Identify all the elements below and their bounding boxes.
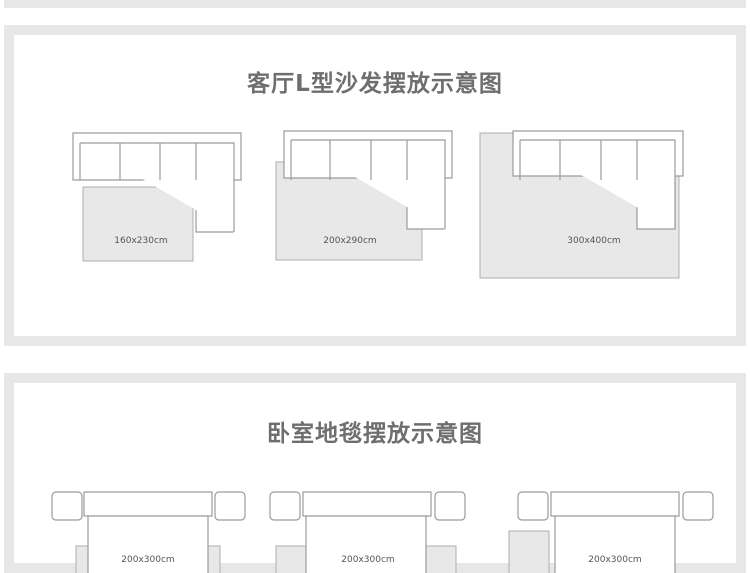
bedroom-rug-size-label-1: 200x300cm [121, 555, 174, 565]
bedroom-diagram-3: 200x300cm [508, 491, 714, 573]
l-sofa-1 [72, 132, 242, 233]
living-diagram-3: 300x400cm [479, 130, 684, 279]
layout-diagrams: 160x230cm 200x290cm 300x400cm [51, 130, 714, 573]
bedroom-title: 卧室地毯摆放示意图 [267, 421, 483, 447]
bedroom-rug-size-label-2: 200x300cm [341, 555, 394, 565]
nightstand-right-2 [434, 491, 466, 521]
l-sofa-3 [512, 130, 684, 230]
previous-section-frame [4, 0, 746, 8]
nightstand-left-1 [51, 491, 83, 521]
bedroom-diagram-2: 200x300cm [269, 491, 466, 573]
bedroom-rug-side-3 [508, 530, 550, 573]
bedroom-rug-size-label-3: 200x300cm [588, 555, 641, 565]
nightstand-left-3 [517, 491, 549, 521]
rug-size-label-3: 300x400cm [567, 236, 620, 246]
rug-size-label-1: 160x230cm [114, 236, 167, 246]
living-diagram-2: 200x290cm [275, 130, 453, 261]
nightstand-right-1 [214, 491, 246, 521]
nightstand-right-3 [682, 491, 714, 521]
headboard-2 [302, 491, 432, 517]
bedroom-diagram-1: 200x300cm [51, 491, 246, 573]
headboard-1 [83, 491, 213, 517]
living-room-title: 客厅L型沙发摆放示意图 [247, 71, 503, 97]
headboard-3 [550, 491, 680, 517]
l-sofa-2 [283, 130, 453, 230]
nightstand-left-2 [269, 491, 301, 521]
living-diagram-1: 160x230cm [72, 132, 242, 262]
rug-size-label-2: 200x290cm [323, 236, 376, 246]
rug-1 [82, 186, 194, 262]
